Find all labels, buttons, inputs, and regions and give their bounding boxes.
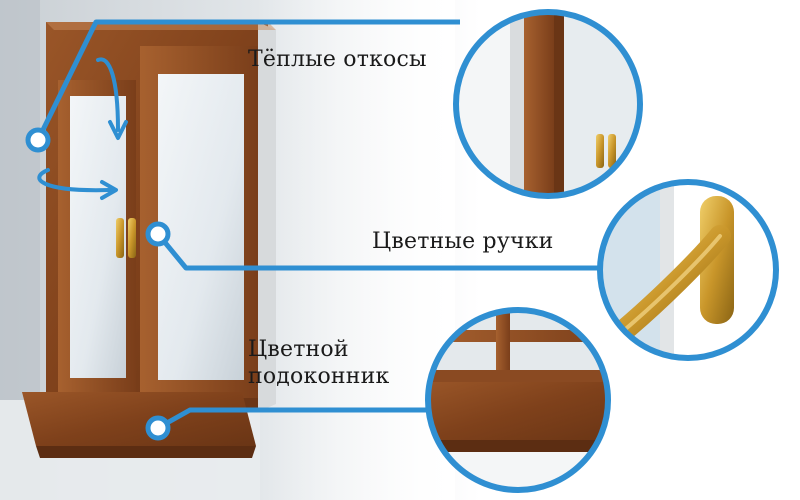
label-warm-slopes: Тёплые откосы — [248, 47, 427, 72]
label-colored-sill-line1: Цветной — [248, 337, 349, 362]
window-handles — [116, 218, 136, 258]
label-colored-sill: Цветной подоконник — [248, 336, 389, 390]
label-colored-handles: Цветные ручки — [372, 229, 554, 254]
rotate-down-arrow-icon — [96, 57, 128, 140]
label-colored-sill-line2: подоконник — [248, 364, 390, 389]
white-fade — [255, 0, 455, 500]
swing-open-arrow-icon — [37, 168, 118, 200]
window-frame — [46, 22, 276, 412]
callout-dot-icon — [25, 127, 171, 441]
window-sill — [22, 392, 256, 458]
